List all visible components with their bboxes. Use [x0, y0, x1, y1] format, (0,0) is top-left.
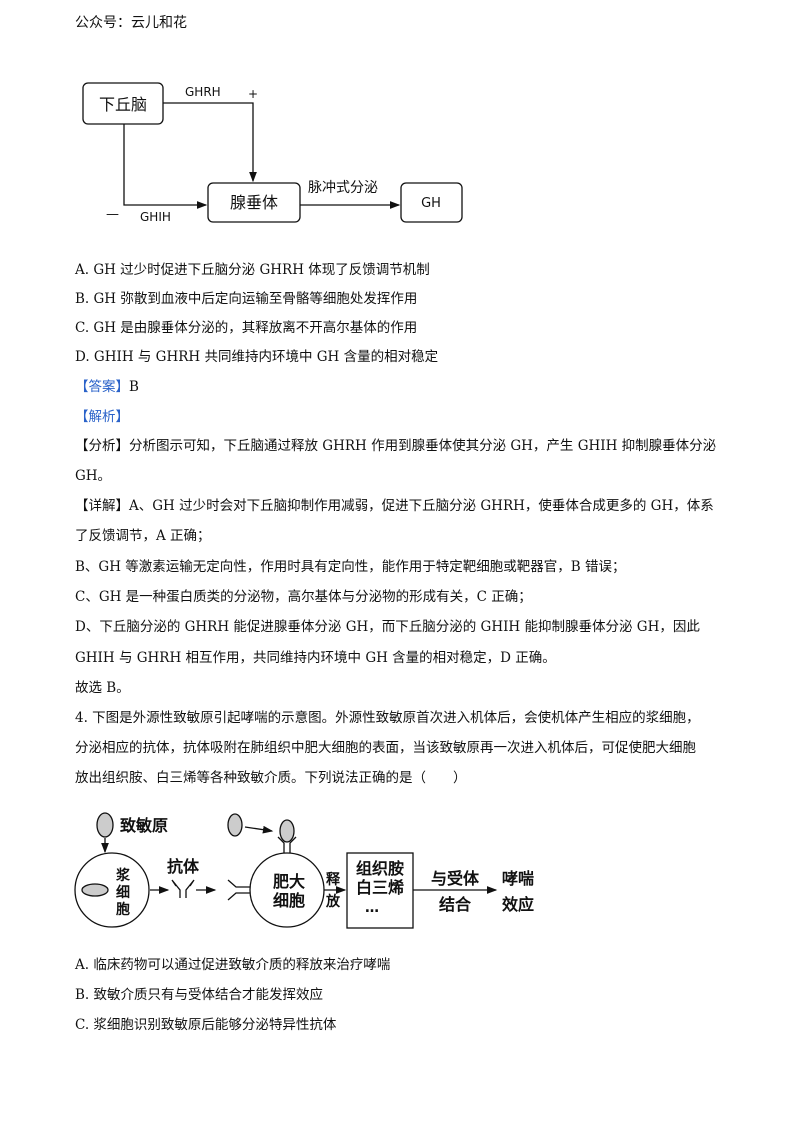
- explanation-line: D、下丘脑分泌的 GHRH 能促进腺垂体分泌 GH，而下丘脑分泌的 GHIH 能…: [75, 619, 700, 635]
- answer-tag: 【答案】: [75, 379, 129, 395]
- pituitary-label: 腺垂体: [230, 193, 278, 212]
- antibody-shape: [171, 879, 195, 898]
- q4-stem: 放出组织胺、白三烯等各种致敏介质。下列说法正确的是（ ）: [75, 770, 467, 786]
- answer-value: B: [129, 379, 139, 395]
- pulse-label: 脉冲式分泌: [308, 180, 378, 196]
- plasma-cell-label: 浆: [116, 867, 131, 884]
- q3-option-c: C. GH 是由腺垂体分泌的，其释放离不开高尔基体的作用: [75, 320, 418, 336]
- explanation-line: GH。: [75, 468, 112, 484]
- mediator-label: 白三烯: [356, 878, 404, 897]
- hypothalamus-label: 下丘脑: [99, 95, 147, 114]
- q3-option-b: B. GH 弥散到血液中后定向运输至骨骼等细胞处发挥作用: [75, 291, 418, 307]
- effect-label: 哮喘: [502, 869, 534, 888]
- effect-label: 效应: [502, 895, 534, 914]
- ghih-label: GHIH: [140, 210, 171, 224]
- antibody-label: 抗体: [167, 857, 200, 876]
- ghih-arrow: [123, 124, 208, 209]
- mediator-label: 组织胺: [356, 859, 404, 878]
- gh-box: [400, 182, 463, 223]
- hormone-regulation-diagram: [82, 82, 463, 223]
- ghrh-arrow: [163, 102, 257, 183]
- q4-option-a: A. 临床药物可以通过促进致敏介质的释放来治疗哮喘: [75, 957, 391, 973]
- release-label: 放: [325, 893, 341, 910]
- explanation-line: GHIH 与 GHRH 相互作用，共同维持内环境中 GH 含量的相对稳定，D 正…: [75, 650, 556, 666]
- q3-option-a: A. GH 过少时促进下丘脑分泌 GHRH 体现了反馈调节机制: [75, 262, 430, 278]
- analysis-tag: 【解析】: [75, 409, 129, 425]
- q4-option-b: B. 致敏介质只有与受体结合才能发挥效应: [75, 987, 324, 1003]
- q4-stem: 分泌相应的抗体，抗体吸附在肺组织中肥大细胞的表面，当该致敏原再一次进入机体后，可…: [75, 740, 696, 756]
- release-label: 释: [326, 871, 341, 888]
- mast-cell-label: 肥大: [273, 872, 305, 891]
- explanation-line: 了反馈调节，A 正确；: [75, 528, 211, 544]
- minus-sign: —: [106, 207, 119, 222]
- plasma-cell: [74, 852, 150, 928]
- plus-sign: +: [248, 87, 258, 101]
- bind-label: 与受体: [431, 869, 480, 888]
- bind-label: 结合: [438, 895, 472, 914]
- allergen-label: 致敏原: [120, 816, 168, 835]
- explanation-line: 故选 B。: [75, 680, 130, 696]
- gh-label: GH: [421, 196, 441, 211]
- bound-antibody: [227, 879, 250, 901]
- answer-line: 【答案】B: [75, 378, 139, 396]
- explanation-line: C、GH 是一种蛋白质类的分泌物，高尔基体与分泌物的形成有关，C 正确；: [75, 589, 532, 605]
- allergy-diagram: [74, 812, 498, 929]
- header-text: 公众号：云儿和花: [75, 15, 187, 31]
- q3-option-d: D. GHIH 与 GHRH 共同维持内环境中 GH 含量的相对稳定: [75, 349, 439, 365]
- explanation-line: 【详解】A、GH 过少时会对下丘脑抑制作用减弱，促进下丘脑分泌 GHRH，使垂体…: [75, 498, 714, 514]
- explanation-line: 【分析】分析图示可知，下丘脑通过释放 GHRH 作用到腺垂体使其分泌 GH，产生…: [75, 438, 717, 454]
- mediator-label: …: [365, 900, 379, 916]
- q4-stem: 4. 下图是外源性致敏原引起哮喘的示意图。外源性致敏原首次进入机体后，会使机体产…: [75, 710, 700, 726]
- explanation-line: B、GH 等激素运输无定向性，作用时具有定向性，能作用于特定靶细胞或靶器官，B …: [75, 559, 626, 575]
- plasma-cell-label: 细: [116, 884, 130, 901]
- ghrh-label: GHRH: [185, 85, 221, 99]
- mast-cell-label: 细胞: [273, 891, 305, 910]
- allergen-shape: [96, 812, 114, 838]
- plasma-cell-label: 胞: [115, 901, 130, 918]
- pituitary-box: [207, 182, 301, 223]
- q4-option-c: C. 浆细胞识别致敏原后能够分泌特异性抗体: [75, 1017, 337, 1033]
